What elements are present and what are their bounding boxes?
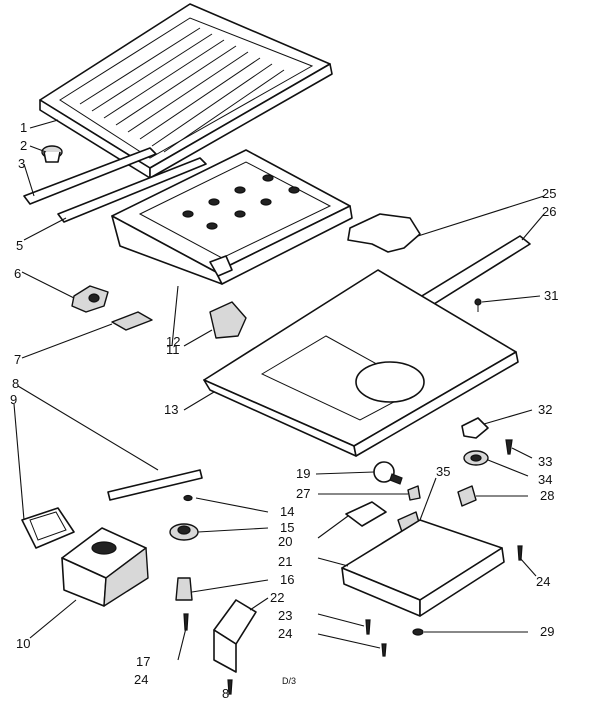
part-32-bracket: [461, 417, 489, 439]
callout-31: 31: [544, 288, 558, 303]
callout-33: 33: [538, 454, 552, 469]
part-2-knob: [41, 145, 63, 163]
callout-9: 9: [10, 392, 17, 407]
callout-24-left: 24: [134, 672, 148, 687]
part-24-screws: [227, 545, 523, 695]
callout-10: 10: [16, 636, 30, 651]
part-27-connector: [407, 485, 421, 501]
part-22-bracket: [213, 599, 257, 673]
part-25-gasket: [347, 213, 421, 253]
callout-16: 16: [280, 572, 294, 587]
callout-20: 20: [278, 534, 292, 549]
part-23-screw: [365, 619, 371, 635]
callout-24-bottom: 24: [278, 626, 292, 641]
callout-29: 29: [540, 624, 554, 639]
callout-1: 1: [20, 120, 27, 135]
part-31-screw: [474, 298, 482, 312]
callout-13: 13: [164, 402, 178, 417]
callout-11: 11: [166, 342, 180, 357]
part-20-socket: [345, 501, 387, 527]
callout-15: 15: [280, 520, 294, 535]
callout-6: 6: [14, 266, 21, 281]
part-11-tray: [111, 149, 353, 285]
callout-34: 34: [538, 472, 552, 487]
part-9-frame: [21, 507, 75, 549]
callout-8-bottom: 8: [222, 686, 229, 701]
callout-21: 21: [278, 554, 292, 569]
callout-14: 14: [280, 504, 294, 519]
callout-24-right: 24: [536, 574, 550, 589]
leader-lines: [13, 119, 545, 661]
callout-labels: 1 2 3 5 6 7 8 9 10 11 12 13 14 15 16 17 …: [10, 120, 558, 701]
callout-19: 19: [296, 466, 310, 481]
callout-23: 23: [278, 608, 292, 623]
callout-28: 28: [540, 488, 554, 503]
part-15-fan-blade: [169, 523, 199, 541]
part-33-screw: [505, 439, 513, 455]
part-13-base-plate: [203, 269, 519, 457]
part-16-shaft: [175, 577, 193, 601]
callout-17: 17: [136, 654, 150, 669]
callout-22: 22: [270, 590, 284, 605]
part-6-bracket: [71, 285, 109, 313]
part-21-housing: [341, 519, 505, 617]
part-10-motor-box: [61, 527, 149, 607]
part-5-rail: [57, 157, 207, 223]
part-14-washer: [183, 494, 193, 502]
callout-27: 27: [296, 486, 310, 501]
callout-12: 12: [166, 334, 180, 349]
part-29-grommet: [412, 628, 424, 636]
part-1-top-cover: [39, 3, 333, 179]
part-19-bulb: [373, 461, 403, 485]
part-8-wire: [107, 469, 203, 501]
callout-8-wire: 8: [12, 376, 19, 391]
part-12-block: [209, 301, 247, 339]
page-code: D/3: [282, 676, 296, 686]
part-3-rail: [23, 147, 157, 205]
callout-2: 2: [20, 138, 27, 153]
callout-7: 7: [14, 352, 21, 367]
part-17-screw: [183, 613, 189, 631]
callout-25: 25: [542, 186, 556, 201]
part-34-damper: [463, 450, 489, 466]
callout-26: 26: [542, 204, 556, 219]
callout-32: 32: [538, 402, 552, 417]
part-28-switch: [457, 485, 477, 507]
callout-3: 3: [18, 156, 25, 171]
callout-35: 35: [436, 464, 450, 479]
callout-5: 5: [16, 238, 23, 253]
part-7-clip: [111, 311, 153, 331]
